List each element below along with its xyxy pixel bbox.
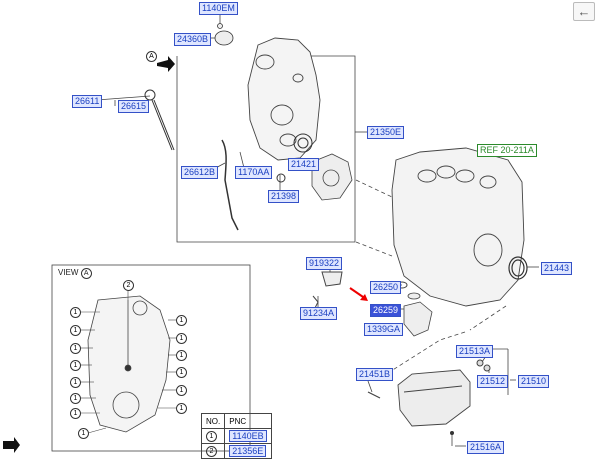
drain-bracket [367, 391, 381, 399]
oil-pan [397, 369, 471, 427]
bolt-marker-1: 1 [176, 333, 187, 344]
dipstick-tube [221, 139, 239, 231]
pnc-header-pnc: PNC [224, 413, 272, 429]
rear-oil-seal [508, 256, 528, 280]
bolt [450, 431, 454, 435]
callout-21443[interactable]: 21443 [541, 262, 573, 275]
callout-ref-20-211a[interactable]: REF 20-211A [477, 144, 537, 157]
bolt-marker-1: 1 [176, 385, 187, 396]
bolt-marker-1: 1 [176, 350, 187, 361]
callout-21512[interactable]: 21512 [477, 375, 509, 388]
callout-21350e[interactable]: 21350E [367, 126, 405, 139]
bolt-marker-1: 1 [78, 428, 89, 439]
callout-21516a[interactable]: 21516A [467, 441, 505, 454]
front-direction-arrow [3, 437, 20, 453]
bolt-marker-1: 1 [70, 325, 81, 336]
view-arrow-letter: A [146, 51, 157, 62]
view-title-text: VIEW [58, 268, 79, 277]
bolt-marker-1: 1 [70, 377, 81, 388]
callout-21510[interactable]: 21510 [518, 375, 550, 388]
view-a-title: VIEW A [58, 268, 92, 279]
pnc-table: NO. PNC 1 1140EB 2 21356E [200, 413, 272, 459]
bolt-marker-2: 2 [123, 280, 134, 291]
callout-1170aa[interactable]: 1170AA [235, 166, 273, 179]
timing-chain-cover [247, 37, 321, 161]
view-a-cover [87, 295, 171, 433]
callout-26259-selected[interactable]: 26259 [370, 304, 402, 317]
callout-26611[interactable]: 26611 [72, 95, 103, 108]
arrow-left-icon: ← [577, 4, 591, 19]
pnc-row-no: 2 [200, 443, 226, 459]
bolt-marker-1: 1 [176, 367, 187, 378]
pnc-link-21356e[interactable]: 21356E [229, 444, 267, 457]
view-a-leaders [80, 290, 176, 434]
bolt-marker-1: 1 [176, 315, 187, 326]
water-pump [311, 153, 353, 201]
pnc-row-number: 2 [206, 445, 217, 457]
callout-21421[interactable]: 21421 [288, 158, 320, 171]
callout-24360b[interactable]: 24360B [174, 33, 212, 46]
pnc-link-1140eb[interactable]: 1140EB [229, 429, 267, 442]
pnc-row-number: 1 [206, 430, 217, 442]
bolt-marker-1: 1 [70, 360, 81, 371]
oil-level-gauge [144, 89, 175, 151]
callout-26250[interactable]: 26250 [370, 281, 402, 294]
highlight-arrow [349, 287, 368, 301]
pnc-row-code: 21356E [224, 443, 272, 459]
bolt-marker-1: 1 [70, 393, 81, 404]
callout-21513a[interactable]: 21513A [456, 345, 494, 358]
clip [312, 295, 319, 309]
oil-screen [403, 292, 433, 337]
view-direction-arrow [157, 56, 175, 72]
cylinder-block [391, 147, 525, 307]
callout-1339ga[interactable]: 1339GA [364, 323, 404, 336]
o-ring [276, 173, 286, 183]
view-letter: A [80, 268, 92, 279]
bolt-marker-1: 1 [70, 307, 81, 318]
callout-919322[interactable]: 919322 [306, 257, 343, 270]
cam-sensor [214, 23, 234, 46]
bolt-marker-1: 1 [70, 408, 81, 419]
callout-26615[interactable]: 26615 [118, 100, 150, 113]
gasket-small [483, 364, 491, 372]
oil-seal [293, 133, 313, 153]
drain-plug [476, 359, 484, 367]
callout-26612b[interactable]: 26612B [181, 166, 219, 179]
bolt-marker-1: 1 [176, 403, 187, 414]
callout-1140em[interactable]: 1140EM [199, 2, 238, 15]
bracket [321, 271, 343, 287]
callout-91234a[interactable]: 91234A [300, 307, 338, 320]
pnc-row-code: 1140EB [224, 428, 272, 444]
callout-21451b[interactable]: 21451B [356, 368, 394, 381]
callout-21398[interactable]: 21398 [268, 190, 300, 203]
view-a-frame [51, 264, 251, 452]
pnc-row-no: 1 [200, 428, 226, 444]
pnc-header-no: NO. [200, 413, 226, 429]
back-button[interactable]: ← [573, 2, 595, 21]
cover-frame [176, 55, 356, 243]
bolt-marker-1: 1 [70, 343, 81, 354]
